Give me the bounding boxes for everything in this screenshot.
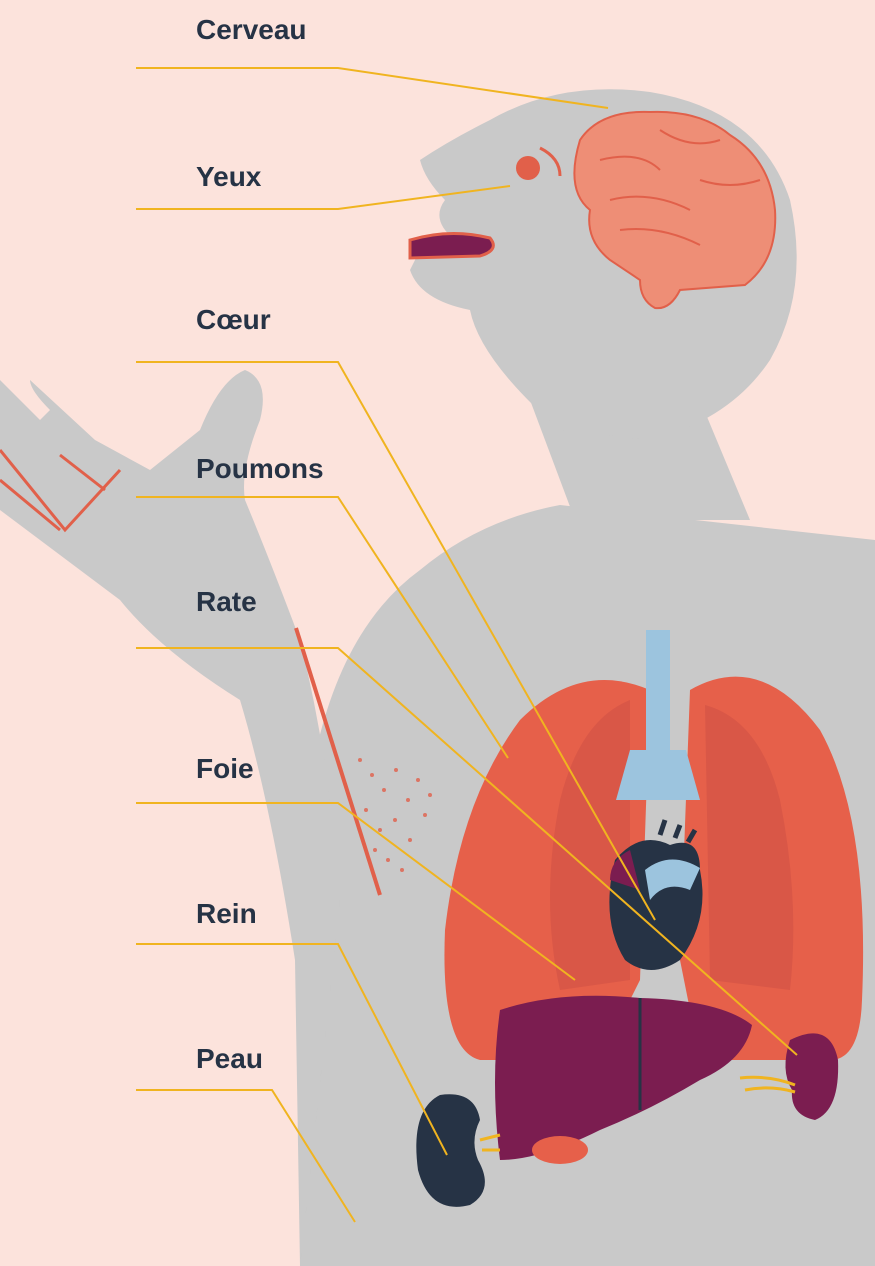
label-kidney: Rein (196, 900, 257, 928)
label-liver: Foie (196, 755, 254, 783)
label-eyes: Yeux (196, 163, 261, 191)
label-heart: Cœur (196, 306, 271, 334)
label-brain: Cerveau (196, 16, 307, 44)
label-spleen: Rate (196, 588, 257, 616)
label-skin: Peau (196, 1045, 263, 1073)
label-lungs: Poumons (196, 455, 324, 483)
mouth-icon (410, 233, 493, 258)
